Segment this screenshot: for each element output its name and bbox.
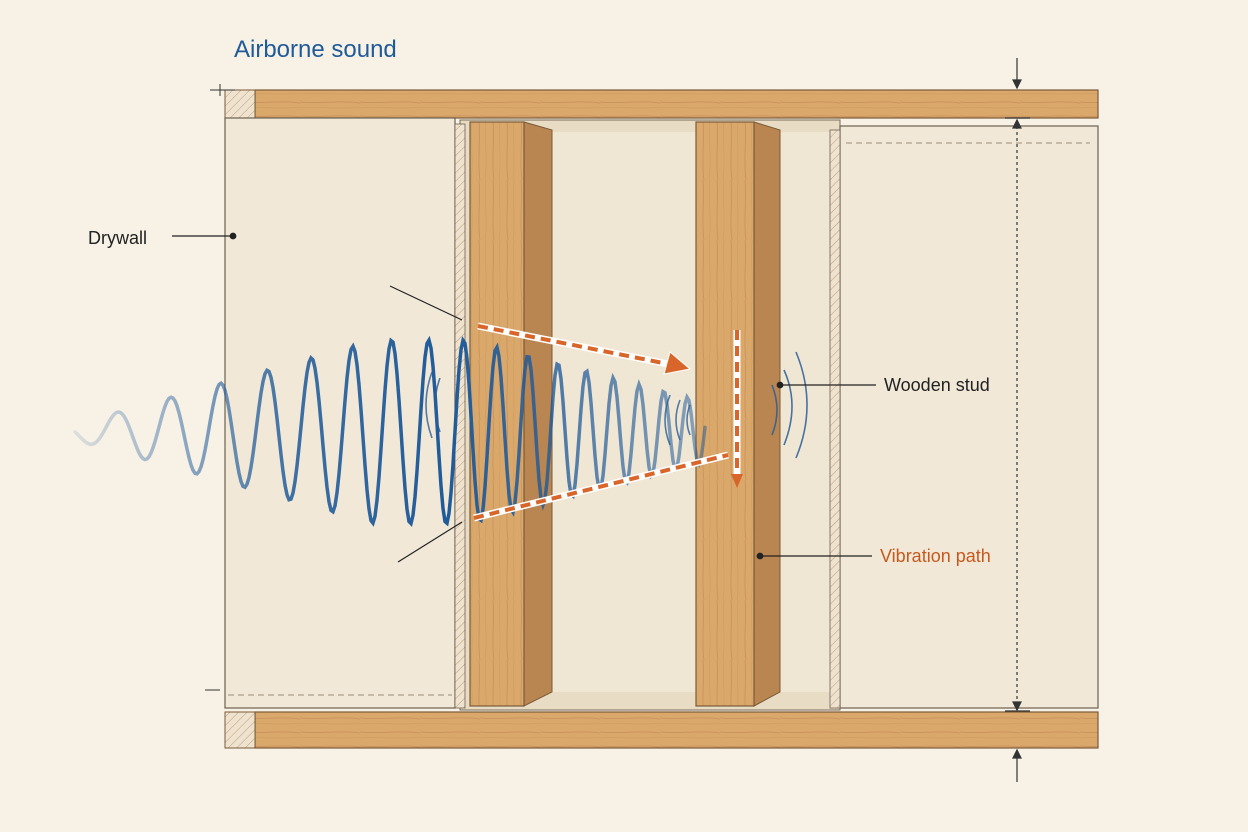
vibration-ripple-right [771,351,808,459]
top-plate [254,89,1099,119]
vibration-ripple-left [425,371,691,446]
cavity-panel-left [552,132,696,692]
dimension-arrow-icon [1005,58,1030,782]
leader-lines [172,232,876,563]
drywall-right [839,125,1099,709]
wooden-stud-label: Wooden stud [884,375,990,395]
airborne-sound-label: Airborne sound [234,36,397,63]
wooden-stud-1 [469,121,553,707]
bottom-plate-end-hatch [224,711,256,749]
cavity-panel-right [778,132,830,692]
bottom-plate [254,711,1099,749]
vibration-path-arrows [473,322,743,522]
vibration-path-label: Vibration path [880,546,991,566]
drywall-left [224,117,456,709]
wooden-stud-2 [695,121,781,707]
drywall-label: Drywall [88,228,148,248]
drywall-right-edge-hatch [829,129,841,709]
top-plate-end-hatch [224,89,256,119]
